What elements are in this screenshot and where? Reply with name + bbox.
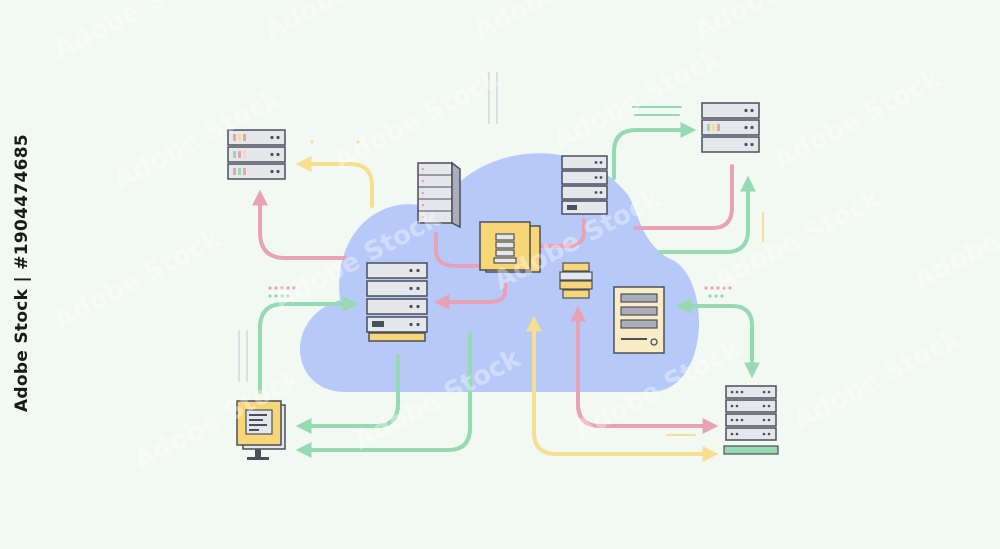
database-stack-icon xyxy=(559,262,593,299)
arrow-green-cloud-to-terminal xyxy=(295,332,472,458)
watermark-text: Adobe Stock xyxy=(259,0,436,46)
connection-arrows xyxy=(252,122,760,462)
watermark-text: Adobe Stock xyxy=(709,183,886,296)
document-panel-icon xyxy=(613,286,665,354)
arrow-green-terminal-to-server xyxy=(258,296,359,394)
folder-icon xyxy=(479,221,541,273)
watermark-text: Adobe Stock xyxy=(329,63,506,176)
arrow-green-to-top-right-server xyxy=(612,122,697,180)
watermark-text: Adobe Stock xyxy=(49,223,226,336)
watermark-text: Adobe Stock xyxy=(49,0,226,66)
arrow-pink-from-top-right-server xyxy=(633,164,734,230)
arrow-yellow-to-top-left-server xyxy=(295,156,374,208)
watermark-text: Adobe Stock xyxy=(689,0,866,46)
arrow-pink-server-to-folder xyxy=(538,218,586,248)
server-rack-icon xyxy=(723,385,779,455)
server-rack-icon xyxy=(227,129,286,180)
arrow-pink-to-top-left-server xyxy=(252,189,347,260)
arrow-green-server-to-terminal xyxy=(295,354,400,434)
tower-server-icon xyxy=(417,161,461,229)
terminal-panel-icon xyxy=(236,400,286,460)
arrow-pink-bottom-right xyxy=(576,310,719,434)
server-rack-icon xyxy=(366,262,428,342)
watermark-text: Adobe Stock xyxy=(909,183,1000,296)
side-stock-id-text: Adobe Stock | #1904474685 xyxy=(12,133,33,412)
arrow-green-document-to-right-server xyxy=(678,304,760,379)
arrow-pink-tower-to-folder xyxy=(434,232,484,268)
server-rack-icon xyxy=(701,102,760,153)
side-stock-id: Adobe Stock | #1904474685 xyxy=(4,0,40,545)
arrow-pink-folder-to-server xyxy=(433,282,507,310)
watermark-text: Adobe Stock xyxy=(769,63,946,176)
watermark-text: Adobe Stock xyxy=(789,323,966,436)
watermark-text: Adobe Stock xyxy=(469,0,646,46)
arrow-green-to-top-right-server-lower xyxy=(658,175,756,254)
arrow-yellow-bottom-right xyxy=(532,320,719,462)
watermark-text: Adobe Stock xyxy=(549,43,726,156)
server-rack-icon xyxy=(561,155,608,215)
decorative-dots xyxy=(238,72,764,436)
